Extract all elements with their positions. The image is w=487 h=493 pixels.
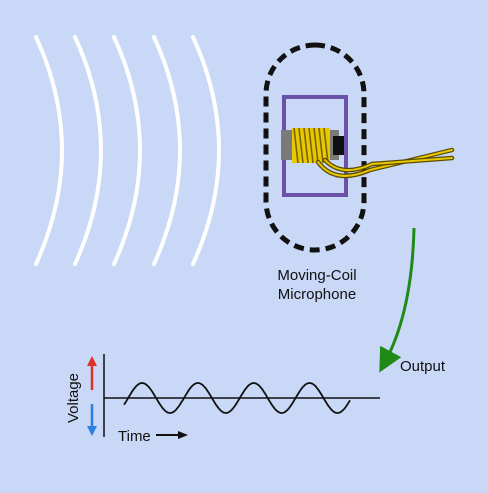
lead-wires <box>315 147 455 179</box>
time-axis-label: Time <box>118 428 151 445</box>
sound-wave-arc-1 <box>34 35 64 266</box>
sound-wave-arc-3 <box>112 35 142 266</box>
microphone <box>263 42 455 253</box>
output-label: Output <box>400 358 446 375</box>
voltage-axis-label: Voltage <box>65 372 82 424</box>
microphone-housing <box>263 42 367 253</box>
microphone-caption: Moving-Coil Microphone <box>262 266 372 304</box>
coil <box>292 127 330 164</box>
microphone-caption-line1: Moving-Coil <box>277 267 357 284</box>
sound-wave-arc-2 <box>73 35 103 266</box>
sound-wave-arc-5 <box>191 35 221 266</box>
voltage-time-graph <box>87 354 380 439</box>
diaphragm-cap <box>333 136 344 155</box>
sound-waves <box>34 35 221 266</box>
sound-wave-arc-4 <box>152 35 182 266</box>
output-arrow <box>379 227 416 373</box>
microphone-caption-line2: Microphone <box>277 286 357 303</box>
voltage-waveform <box>123 382 351 414</box>
